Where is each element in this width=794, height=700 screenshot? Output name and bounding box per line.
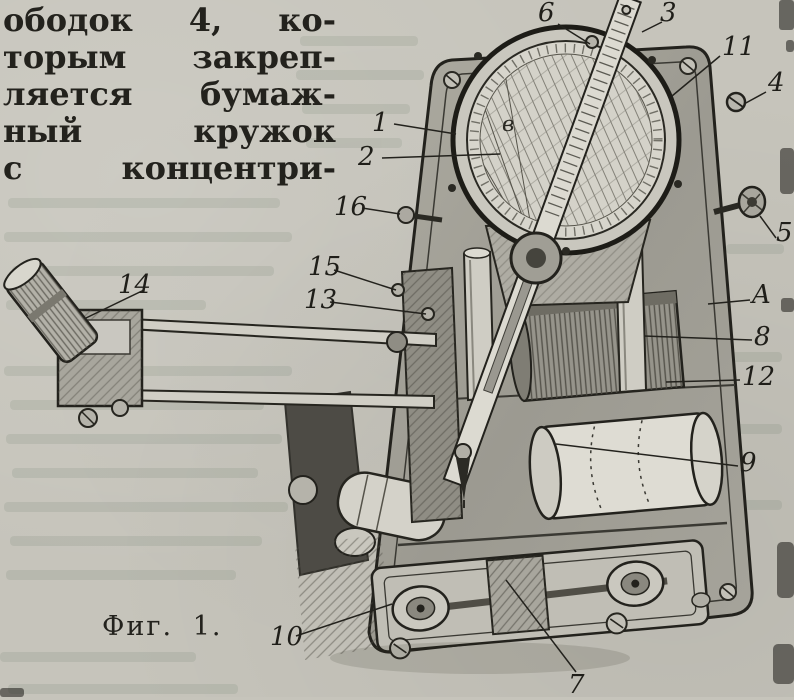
leader-line-14 xyxy=(85,289,145,319)
tracer-needle xyxy=(454,443,472,508)
figure-callout-4: 4 xyxy=(768,68,785,98)
leader-line-12 xyxy=(665,379,741,383)
leader-line-16 xyxy=(361,207,401,215)
pole-weight-knob xyxy=(3,257,99,363)
figure-callout-1: 1 xyxy=(372,108,389,138)
figure-callout-7: 7 xyxy=(568,670,585,700)
body-text-block: ободок 4, ко- торым закреп- ляется бумаж… xyxy=(3,2,336,187)
figure-callout-A: A xyxy=(752,280,771,310)
leader-line-A xyxy=(707,299,751,305)
figure-callout-11: 11 xyxy=(722,32,756,62)
rim-screw xyxy=(725,91,747,113)
figure-callout-13: 13 xyxy=(304,285,338,315)
clamp-knob xyxy=(397,206,443,224)
leader-line-1 xyxy=(393,123,457,135)
leader-line-11 xyxy=(671,55,721,97)
pivot-hub xyxy=(509,231,563,285)
figure-callout-14: 14 xyxy=(118,270,152,300)
leader-line-9 xyxy=(555,443,739,467)
figure-callout-15: 15 xyxy=(308,252,342,282)
pole-arm xyxy=(3,257,437,428)
body-text-line: ляется бумаж- xyxy=(3,75,336,113)
figure-callout-8: 8 xyxy=(754,322,771,352)
leader-line-2 xyxy=(381,153,501,159)
paper-roller xyxy=(528,411,724,521)
leader-lines xyxy=(85,21,777,673)
bottom-carriage xyxy=(370,539,711,660)
figure-callout-16: 16 xyxy=(334,192,368,222)
leader-line-15 xyxy=(333,269,397,291)
body-text-line: ободок 4, ко- xyxy=(3,1,336,39)
body-text-line: с концентри- xyxy=(3,149,336,187)
figure-callout-2: 2 xyxy=(358,142,375,172)
leader-line-10 xyxy=(295,603,393,637)
figure-callout-5: 5 xyxy=(776,218,793,248)
leader-line-4 xyxy=(743,91,767,105)
cast-shadow xyxy=(330,642,630,674)
leader-line-3 xyxy=(641,21,663,33)
body-text-line: торым закреп- xyxy=(3,38,336,76)
hand-crank xyxy=(713,185,767,219)
figure-caption: Фиг. 1. xyxy=(102,611,223,642)
body-text-line: ный кружок xyxy=(3,112,336,150)
measuring-drum xyxy=(508,289,686,403)
left-support-bracket xyxy=(283,390,447,660)
leader-line-8 xyxy=(643,335,753,341)
figure-callout-3: 3 xyxy=(660,0,677,28)
leader-line-5 xyxy=(759,215,777,239)
leader-line-7 xyxy=(505,579,577,673)
figure-callout-6: 6 xyxy=(538,0,555,28)
dial-rim-bolts xyxy=(448,52,682,255)
figure-callout-10: 10 xyxy=(270,622,304,652)
figure-callout-12: 12 xyxy=(742,362,776,392)
dial-letter-label: в xyxy=(502,112,515,136)
figure-callout-9: 9 xyxy=(740,448,757,478)
leader-line-13 xyxy=(329,301,427,315)
leader-line-6 xyxy=(557,23,591,45)
